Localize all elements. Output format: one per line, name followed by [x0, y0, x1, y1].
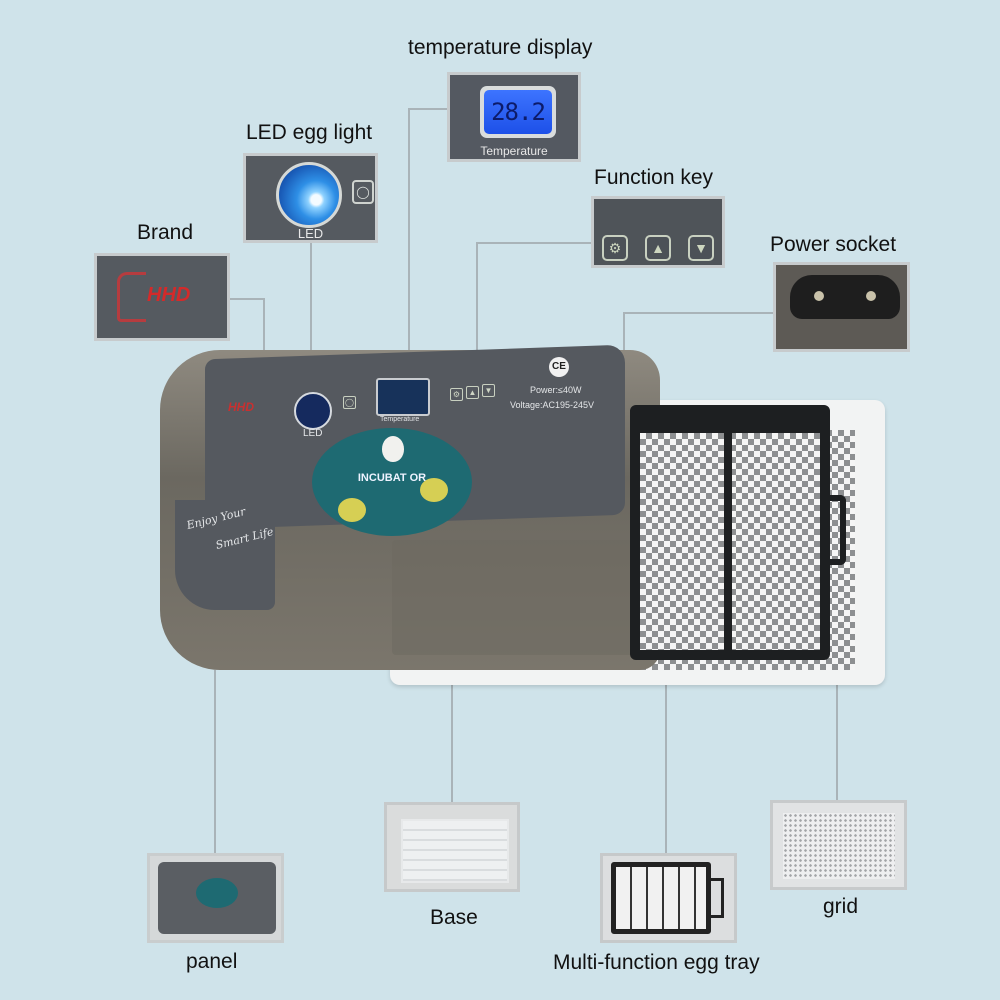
panel-led-caption: LED [303, 428, 323, 439]
egg-tray-thumbnail-handle [711, 878, 724, 918]
panel-gear-key[interactable]: ⚙ [450, 388, 463, 401]
function-key-thumbnail: ⚙ ▲ ▼ [591, 196, 725, 268]
panel-temperature-display [376, 378, 430, 416]
power-rating: Power:≤40W [530, 385, 582, 395]
lcd-frame: 28.2 [480, 86, 556, 138]
leader-line-function [476, 242, 478, 377]
brand-label: Brand [137, 221, 194, 244]
leader-line-temperature-h [408, 108, 450, 110]
panel-temperature-caption: Temperature [380, 416, 420, 423]
down-arrow-icon: ▼ [688, 235, 714, 261]
temperature-caption: Temperature [480, 144, 548, 158]
egg-tray-label: Multi-function egg tray [553, 951, 760, 974]
temperature-display-thumbnail: 28.2 Temperature [447, 72, 581, 162]
led-caption: LED [297, 226, 324, 241]
power-socket-thumbnail [773, 262, 910, 352]
base-thumbnail [384, 802, 520, 892]
chick-right-icon [420, 478, 448, 502]
incubator-logo-text: INCUBAT OR [357, 472, 427, 484]
lcd-value: 28.2 [484, 90, 552, 134]
control-panel-lower [175, 500, 275, 610]
panel-brand-logo: HHD [228, 400, 254, 414]
panel-label: panel [186, 950, 238, 973]
grid-thumbnail-mesh [783, 813, 895, 879]
leader-line-power [623, 312, 625, 372]
gear-icon: ⚙ [602, 235, 628, 261]
panel-bulb-icon: ◯ [343, 396, 356, 409]
egg-tray-thumbnail [600, 853, 737, 943]
panel-thumbnail-logo [196, 878, 238, 908]
egg-tray-handle [820, 495, 846, 565]
bulb-icon: ◯ [352, 180, 374, 204]
led-light-icon [276, 162, 342, 228]
brand-logo-text: HHD [147, 284, 191, 306]
incubator-logo: INCUBAT OR [312, 428, 472, 536]
socket-pin-left [814, 291, 824, 301]
leader-line-function-h [476, 242, 594, 244]
leader-line-grid [836, 680, 838, 800]
panel-up-key[interactable]: ▲ [466, 386, 479, 399]
leader-line-brand-h [230, 298, 265, 300]
leader-line-power-h [623, 312, 773, 314]
voltage-rating: Voltage:AC195-245V [510, 400, 595, 410]
panel-thumbnail [147, 853, 284, 943]
leader-line-base [451, 685, 453, 803]
function-key-label: Function key [594, 166, 714, 189]
grid-label: grid [823, 895, 859, 918]
panel-down-key[interactable]: ▼ [482, 384, 495, 397]
egg-tray-thumbnail-frame [611, 862, 711, 934]
socket-pin-right [866, 291, 876, 301]
led-egg-light-thumbnail: ◯ LED [243, 153, 378, 243]
leader-line-brand [263, 298, 265, 398]
tray-divider [724, 433, 732, 650]
leader-line-led [310, 242, 312, 392]
base-thumbnail-inner [401, 819, 509, 883]
egg-tray [630, 405, 830, 660]
led-button[interactable] [294, 392, 332, 430]
brand-logo-icon [117, 272, 146, 322]
egg-icon [382, 436, 404, 462]
leader-line-panel [214, 670, 216, 855]
power-socket-label: Power socket [770, 233, 897, 256]
chick-left-icon [338, 498, 366, 522]
temperature-display-label: temperature display [408, 36, 593, 59]
up-arrow-icon: ▲ [645, 235, 671, 261]
grid-thumbnail [770, 800, 907, 890]
base-label: Base [430, 906, 478, 929]
power-socket-icon [790, 275, 900, 319]
leader-line-temperature [408, 108, 410, 378]
transparent-window [392, 540, 642, 655]
brand-thumbnail: HHD [94, 253, 230, 341]
led-egg-light-label: LED egg light [246, 121, 373, 144]
leader-line-egg-tray [665, 660, 667, 855]
ce-mark: CE [549, 357, 569, 377]
